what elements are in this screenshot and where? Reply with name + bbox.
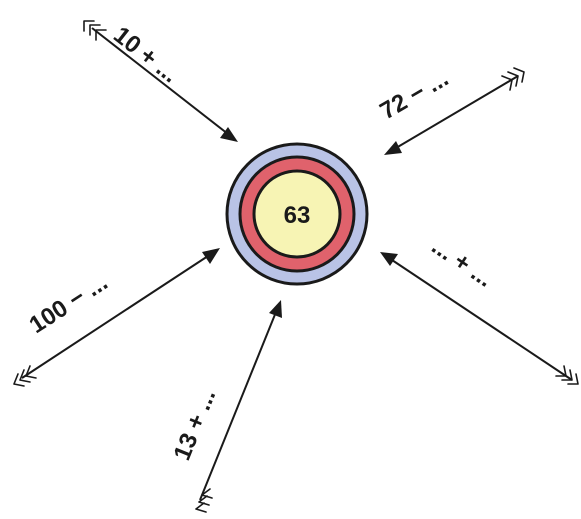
arrow-right: ... + ... xyxy=(380,233,578,384)
arrowhead xyxy=(384,141,402,155)
arrowhead xyxy=(269,300,282,318)
arrow-label-bottom: 13 + ... xyxy=(169,385,222,464)
arrow-label-right: ... + ... xyxy=(427,233,498,293)
arrow-top-left: 10 + ... xyxy=(84,21,238,142)
arrowhead xyxy=(380,252,398,266)
arrow-top-right: 72 − ... xyxy=(376,65,525,155)
arrow-fletching xyxy=(556,366,578,384)
arrowhead xyxy=(202,248,220,264)
arrow-label-top-left: 10 + ... xyxy=(108,21,183,88)
arrow-label-left: 100 − ... xyxy=(25,269,113,339)
target-number: 63 xyxy=(284,202,311,229)
arrow-bottom: 13 + ... xyxy=(169,300,282,512)
arrow-label-top-right: 72 − ... xyxy=(376,65,454,125)
arrow-left: 100 − ... xyxy=(14,248,220,386)
target: 63 xyxy=(227,144,367,284)
